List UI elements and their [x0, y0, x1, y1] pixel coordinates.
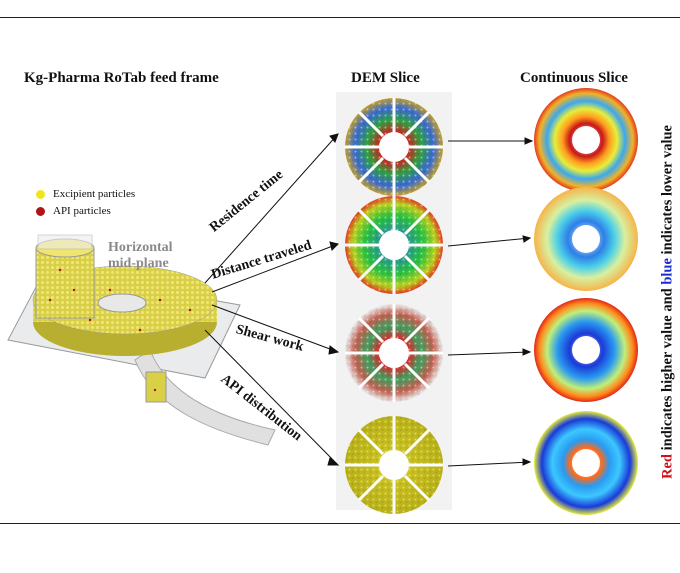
bottom-rule — [0, 523, 680, 524]
feed-frame-header: Kg-Pharma RoTab feed frame — [24, 70, 219, 86]
plane-label: Horizontal mid-plane — [108, 240, 173, 271]
dem-slice-gaps — [345, 98, 443, 514]
top-rule — [0, 17, 680, 18]
excipient-legend-label: Excipient particles — [53, 188, 136, 200]
continuous-slice-residence — [534, 88, 638, 192]
row-arrows — [447, 137, 534, 467]
feed-frame-illustration — [7, 234, 276, 446]
continuous-slice-header: Continuous Slice — [520, 70, 628, 86]
continuous-slice-distance — [534, 187, 638, 291]
continuous-slice-api — [534, 411, 638, 515]
api-legend-label: API particles — [53, 205, 111, 217]
dem-slice-header: DEM Slice — [351, 70, 420, 86]
fan-arrows — [204, 133, 340, 466]
color-scale-note: Red indicates higher value and blue indi… — [659, 125, 676, 479]
continuous-slice-shear — [534, 298, 638, 402]
api-legend-dot — [36, 207, 45, 216]
excipient-legend-dot — [36, 190, 45, 199]
